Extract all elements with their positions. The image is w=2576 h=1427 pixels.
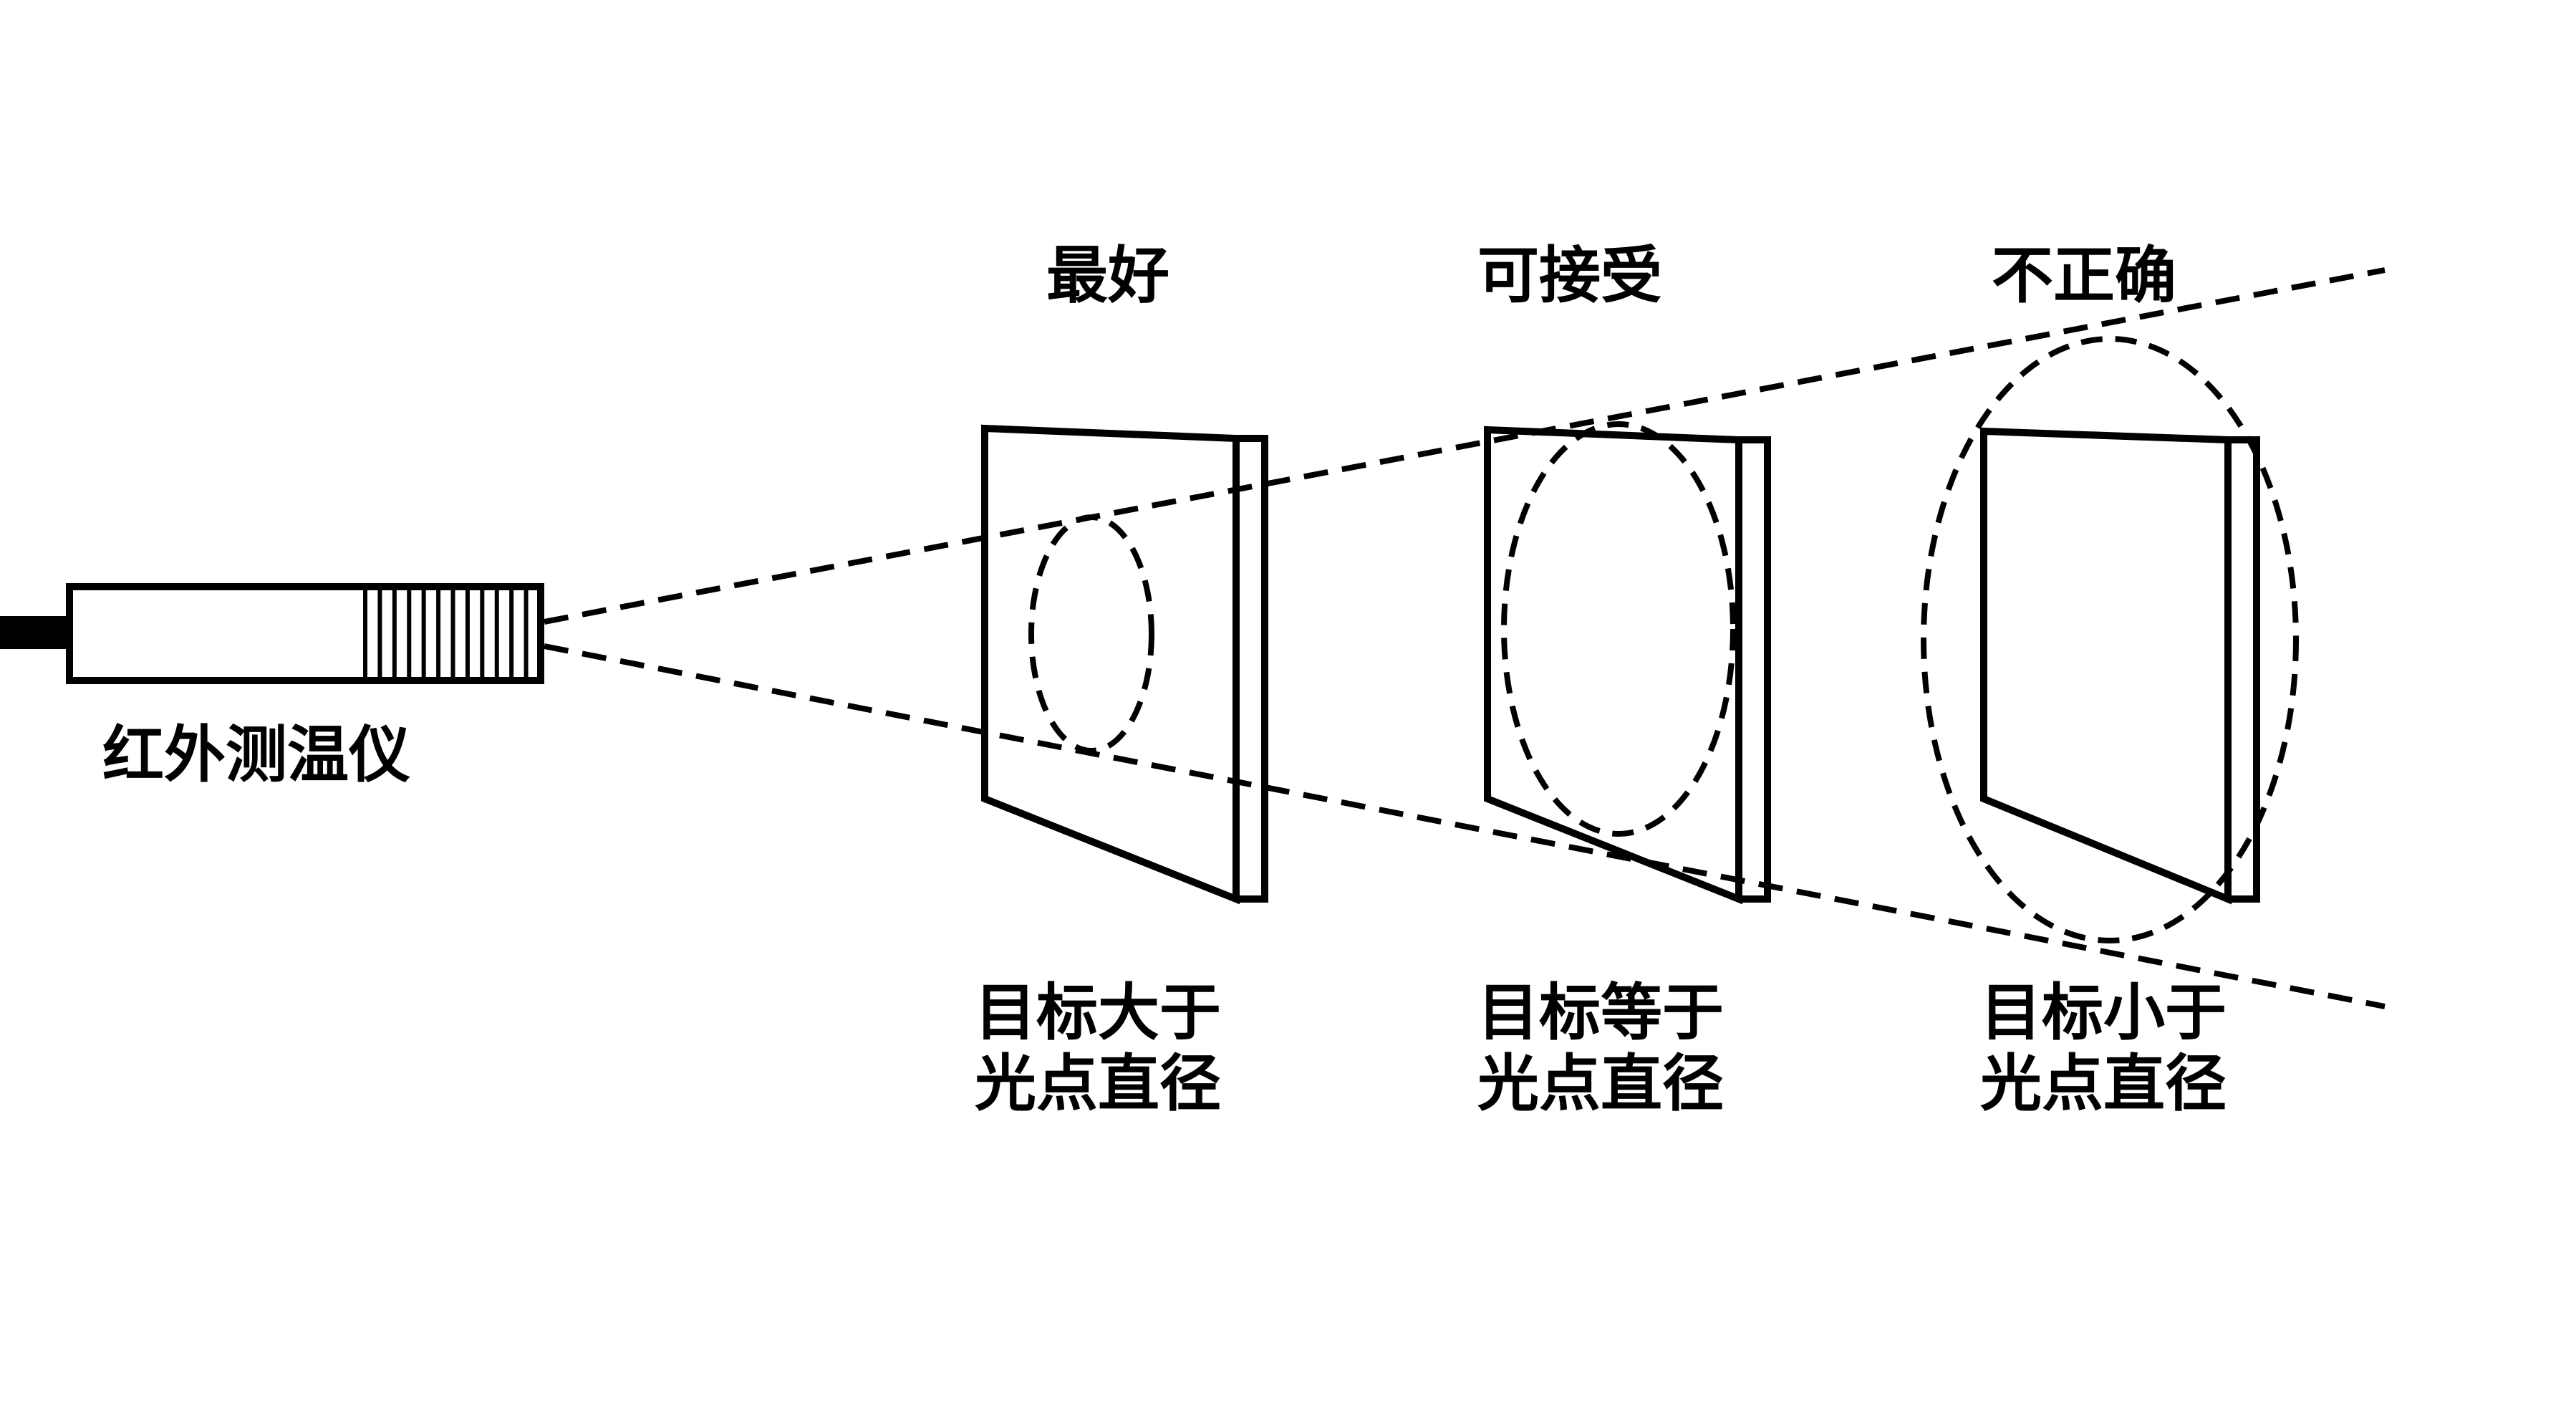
caption-line-1: 目标大于	[975, 977, 1221, 1049]
measurement-spot	[1501, 421, 1736, 837]
caption-line-1: 目标等于	[1477, 977, 1724, 1049]
target-panel-best	[981, 424, 1268, 905]
target-edge	[1739, 436, 1771, 903]
panel-rating-incorrect: 不正确	[1992, 240, 2176, 312]
panel-caption-incorrect: 目标小于 光点直径	[1980, 978, 2227, 1120]
caption-line-2: 光点直径	[1477, 1047, 1724, 1120]
thermometer-device	[0, 583, 544, 684]
target-face	[1484, 426, 1742, 905]
target-edge	[2228, 436, 2260, 903]
panel-caption-best: 目标大于 光点直径	[975, 978, 1221, 1120]
fov-lower-line	[544, 643, 2386, 1009]
thermometer-cable	[0, 616, 72, 649]
caption-line-2: 光点直径	[975, 1047, 1221, 1120]
caption-line-2: 光点直径	[1980, 1047, 2227, 1120]
thermometer-body	[66, 583, 544, 684]
thermometer-lens-grille	[363, 588, 529, 679]
device-label: 红外测温仪	[102, 719, 410, 791]
panel-rating-acceptable: 可接受	[1477, 240, 1662, 312]
target-panel-acceptable	[1484, 421, 1771, 905]
panel-rating-best: 最好	[1046, 240, 1169, 312]
measurement-spot	[1921, 336, 2299, 943]
target-edge	[1236, 435, 1268, 903]
target-face	[1980, 427, 2232, 905]
panel-caption-acceptable: 目标等于 光点直径	[1477, 978, 1724, 1120]
measurement-spot	[1028, 514, 1154, 754]
caption-line-1: 目标小于	[1980, 977, 2227, 1049]
fov-upper-line	[544, 267, 2386, 625]
target-panel-incorrect	[1921, 336, 2299, 943]
